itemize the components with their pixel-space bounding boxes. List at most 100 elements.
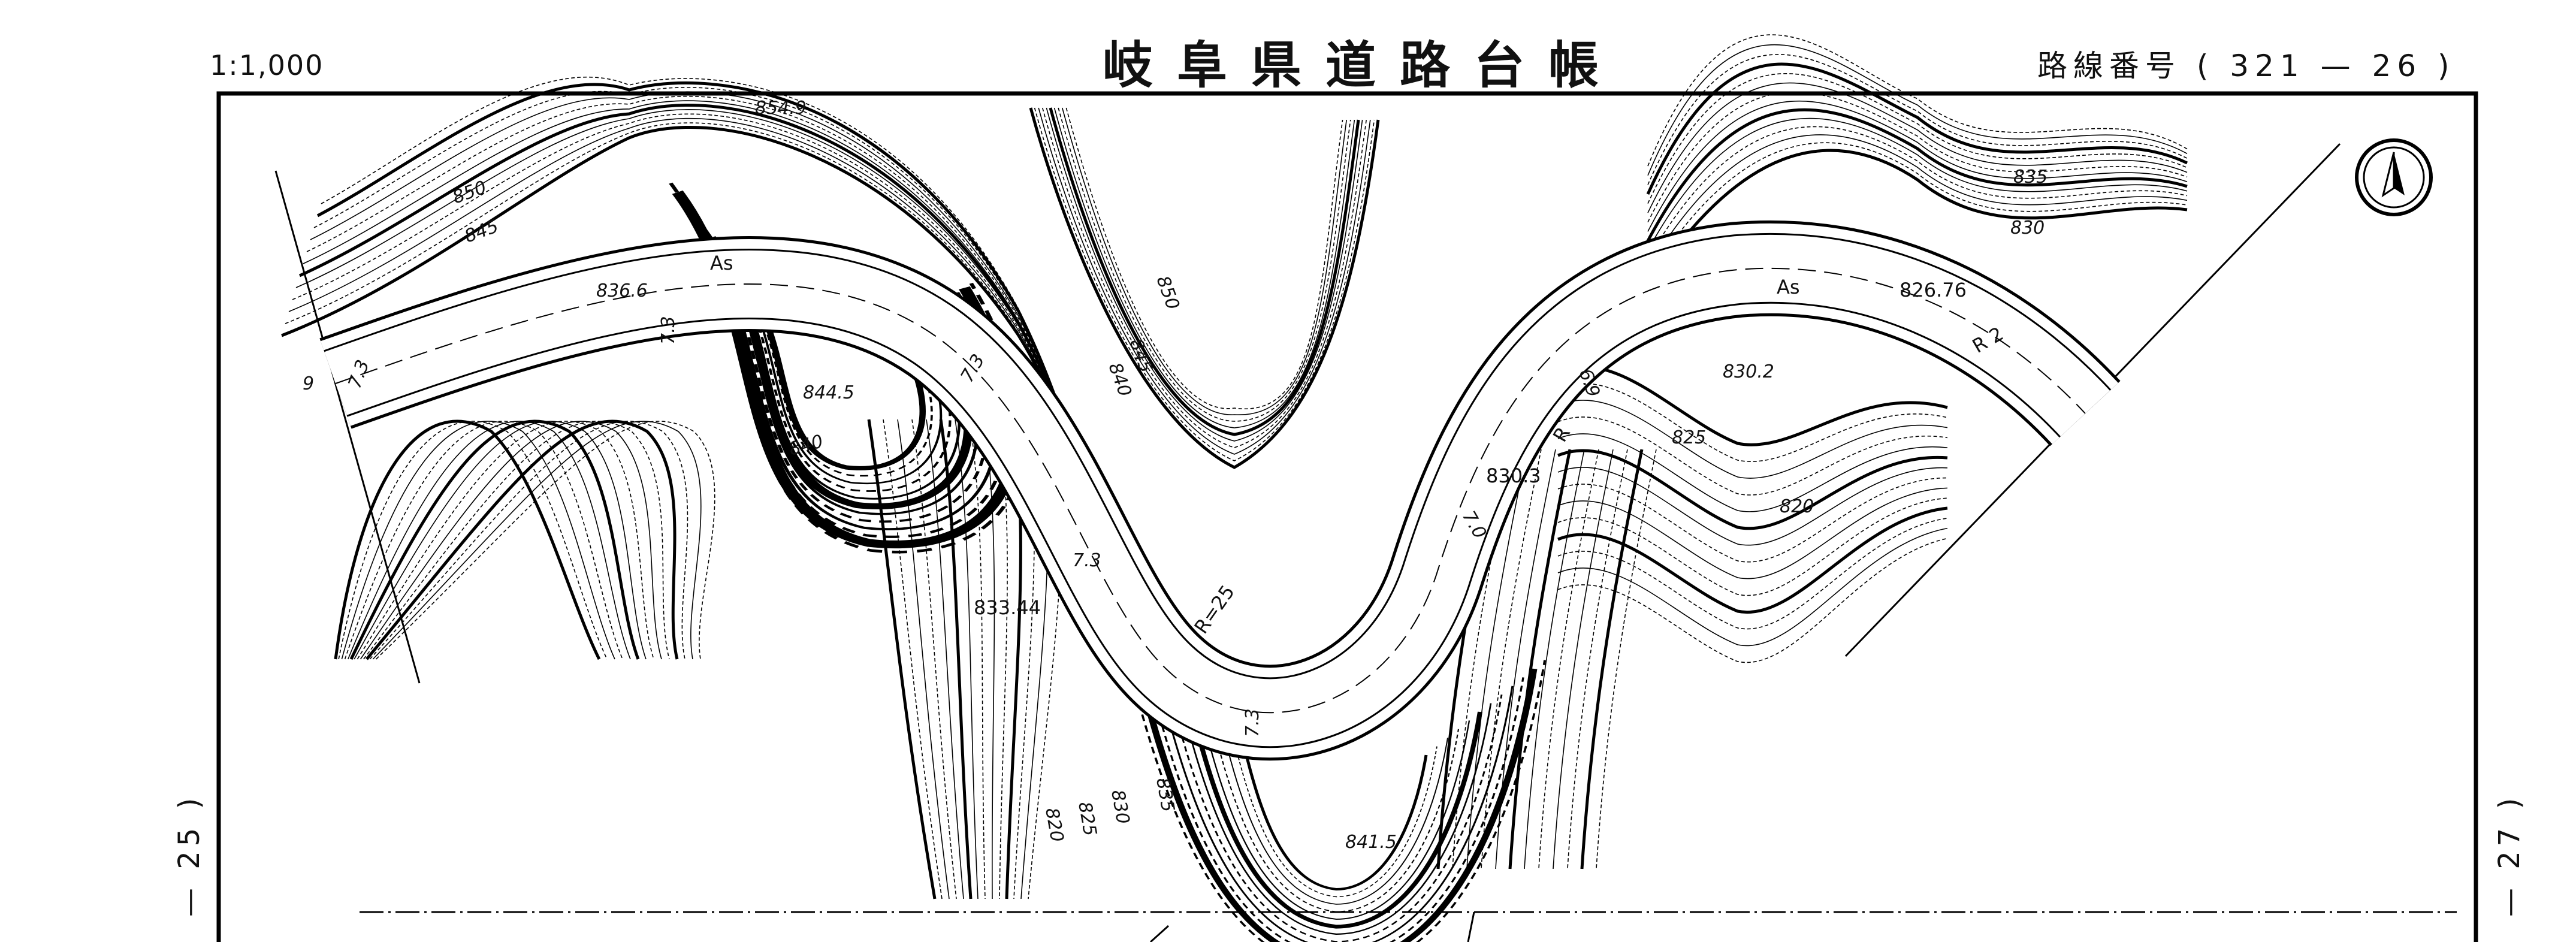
contour-line [341,421,615,660]
contour-line [1557,518,1948,630]
contour-line [1029,107,1380,469]
spot-elevation: 844.5 [803,382,854,403]
contour-line [1224,738,1448,905]
contour-line [730,264,943,484]
contour-label: 850 [1152,273,1183,313]
contour-line [1495,449,1556,869]
contour-line [1647,117,2188,250]
contour-line [1647,44,2188,176]
road-width-label: 9 [303,373,314,394]
contour-line [1452,449,1513,869]
contour-label: 840 [1104,360,1135,400]
contour-line [369,421,688,660]
road-width-label: 7.3 [1242,708,1263,737]
contour-line [1065,107,1343,410]
contour-line [1646,149,2188,289]
contour-line [1647,73,2188,204]
contour-label: 845 [462,216,502,247]
contour-line [1053,107,1355,428]
contour-line [1170,694,1503,942]
contour-line [1647,91,2188,223]
contour-line [1647,142,2188,279]
spot-elevation: 833.44 [974,596,1041,619]
contour-line [1647,126,2188,260]
contour-line [1180,703,1492,935]
contour-label: 820 [1780,496,1814,517]
contour-line [1046,107,1363,442]
road-width-label: 7.3 [1073,550,1101,571]
map-frame [216,91,2478,942]
contour-line [1646,62,2188,195]
contour-line [1159,686,1514,942]
contour-line [1062,107,1347,415]
contour-label: 845 [1125,336,1156,376]
boundary-line-bottom-a [1149,925,1170,942]
contour-line [1580,449,1644,869]
contour-line [376,421,715,660]
contour-line [1058,107,1351,422]
map-scale: 1:1,000 [210,49,324,81]
spot-elevation: 826.76 [1899,279,1967,301]
contour-label: 850 [450,177,490,208]
contour-line [1557,497,1948,596]
boundary-line-bottom-b [1467,911,1475,942]
contour-label: 830 [2010,218,2045,238]
route-number-label: 路線番号 [2037,49,2181,83]
contour-line [1647,82,2188,213]
contour-label: 825 [1672,427,1706,448]
contour-line [1557,449,1948,530]
spot-elevation: 830.3 [1486,464,1541,487]
contour-line [1557,477,1948,563]
boundary-line-left [274,170,421,684]
contour-line [1034,107,1375,461]
contour-line [1557,365,1948,446]
contour-line [1042,107,1367,448]
contour-line [1235,746,1438,898]
contour-line [1557,416,1948,496]
contour-line [1553,449,1614,869]
contour-line [1213,729,1460,913]
contour-line [372,421,702,660]
contour-line [1202,720,1470,920]
contour-line [742,282,926,470]
contour-line [349,419,640,660]
spot-elevation: 854.9 [755,98,807,119]
contour-line [1245,754,1428,891]
contour-line [1524,449,1585,869]
north-arrow-icon [2355,138,2433,216]
contour-line [1557,433,1948,512]
contour-lines [281,34,2188,942]
contour-line [1049,107,1360,436]
route-number: 路線番号 ( 321 — 26 ) [2037,42,2456,85]
contour-line [1557,467,1948,546]
contour-label: 825 [1074,800,1100,837]
contour-label: 835 [2013,167,2047,188]
contour-line [867,419,937,899]
contour-line [1596,449,1657,869]
contour-label: 820 [1041,806,1067,843]
contour-line [1557,400,1948,479]
contour-line [1481,449,1542,869]
page-title: 岐阜県道路台帳 [1103,35,1623,95]
spot-elevation: 836.6 [596,280,648,301]
contour-line [1538,449,1599,869]
contour-line [1567,449,1628,869]
contour-line [969,419,986,899]
contour-line [1466,449,1527,869]
contour-line [292,113,1139,607]
contour-line [366,419,679,660]
contour-line [911,419,957,899]
contour-line [363,421,670,660]
road-width-label: 7.3 [658,316,679,345]
contour-line [1557,487,1948,579]
contour-line [883,419,943,899]
contour-line [348,421,631,660]
contour-line [738,273,933,477]
contour-line [1647,100,2188,232]
contour-line [1508,449,1572,869]
contour-line [1038,107,1371,455]
road-centerline [335,267,2086,714]
spot-elevation: 841.5 [1345,832,1397,853]
contour-line [334,419,601,660]
